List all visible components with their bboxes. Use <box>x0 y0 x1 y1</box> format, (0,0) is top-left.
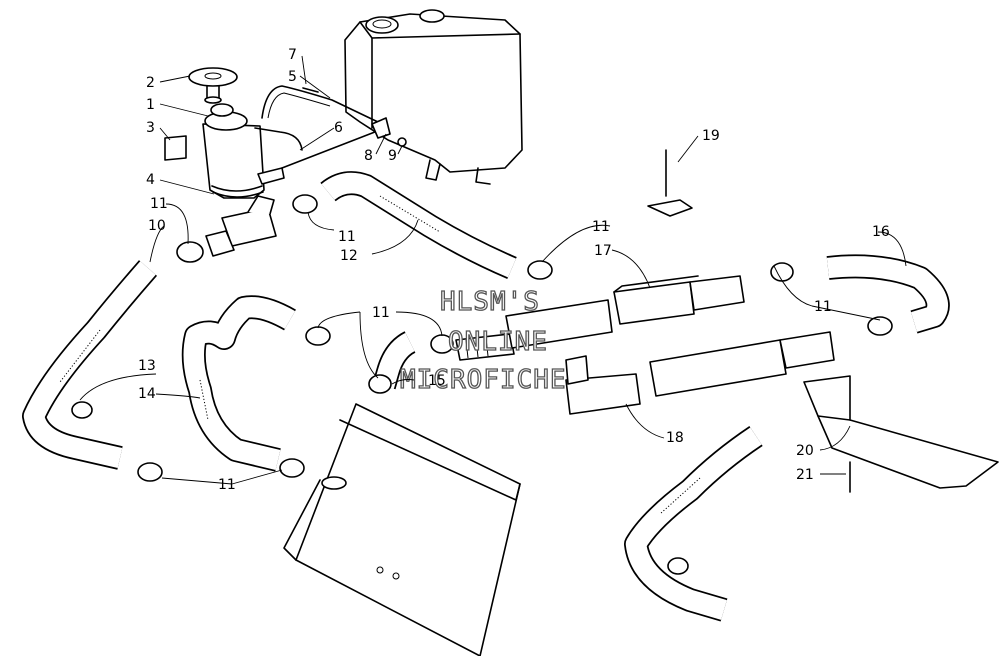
hose-14 <box>181 295 296 472</box>
leader-lines <box>79 55 907 485</box>
tee-fitting <box>205 195 277 257</box>
watermark-line1: HLSM'S <box>440 287 540 317</box>
hose-clamps <box>71 194 893 575</box>
heat-exchanger-17 <box>505 275 745 349</box>
washer-9 <box>397 137 407 147</box>
heat-exchanger-18 <box>565 331 835 415</box>
callout-11-b: 11 <box>338 229 356 245</box>
callout-1: 1 <box>146 97 155 113</box>
coupler <box>455 333 515 361</box>
hose-10 <box>22 260 158 470</box>
callout-17: 17 <box>594 243 612 259</box>
callout-16: 16 <box>872 224 890 240</box>
skid-plate <box>803 375 999 489</box>
callout-14: 14 <box>138 386 156 402</box>
callout-3: 3 <box>146 120 155 136</box>
callout-6: 6 <box>334 120 343 136</box>
watermark-line2: ONLINE <box>448 327 548 357</box>
radiator-panel <box>283 403 521 656</box>
callout-10: 10 <box>148 218 166 234</box>
callout-11-e: 11 <box>372 305 390 321</box>
overflow-hose <box>261 85 379 123</box>
callout-11-a: 11 <box>150 196 168 212</box>
watermark-line3: MICROFICHE <box>400 365 567 395</box>
callout-19: 19 <box>702 128 720 144</box>
callout-7: 7 <box>288 47 297 63</box>
callout-5: 5 <box>288 69 297 85</box>
screw-7 <box>302 87 319 93</box>
overflow-hose-inner <box>267 92 331 119</box>
decal <box>164 135 187 161</box>
mount-bracket-8 <box>371 117 391 139</box>
hose-12 <box>320 171 517 280</box>
callout-18: 18 <box>666 430 684 446</box>
callout-4: 4 <box>146 172 155 188</box>
callout-2: 2 <box>146 75 155 91</box>
radiator-cap <box>188 67 238 104</box>
callout-11-c: 11 <box>592 219 610 235</box>
bottle-bracket <box>257 129 381 185</box>
callout-labels: 1 2 3 4 5 6 7 8 9 10 11 11 11 11 11 11 1… <box>138 47 890 493</box>
callout-13: 13 <box>138 358 156 374</box>
callout-9: 9 <box>388 148 397 164</box>
callout-20: 20 <box>796 443 814 459</box>
hose-16 <box>826 254 950 334</box>
grommet-19 <box>647 199 693 217</box>
callout-12: 12 <box>340 248 358 264</box>
callout-11-f: 11 <box>218 477 236 493</box>
callout-11-d: 11 <box>814 299 832 315</box>
callout-8: 8 <box>364 148 373 164</box>
small-hose <box>254 127 303 151</box>
callout-21: 21 <box>796 467 814 483</box>
hose-15 <box>372 331 416 390</box>
callout-15: 15 <box>428 373 446 389</box>
reservoir-bottle <box>202 103 265 199</box>
watermark: HLSM'S ONLINE MICROFICHE <box>399 286 567 395</box>
hose-lower-right <box>624 426 763 622</box>
